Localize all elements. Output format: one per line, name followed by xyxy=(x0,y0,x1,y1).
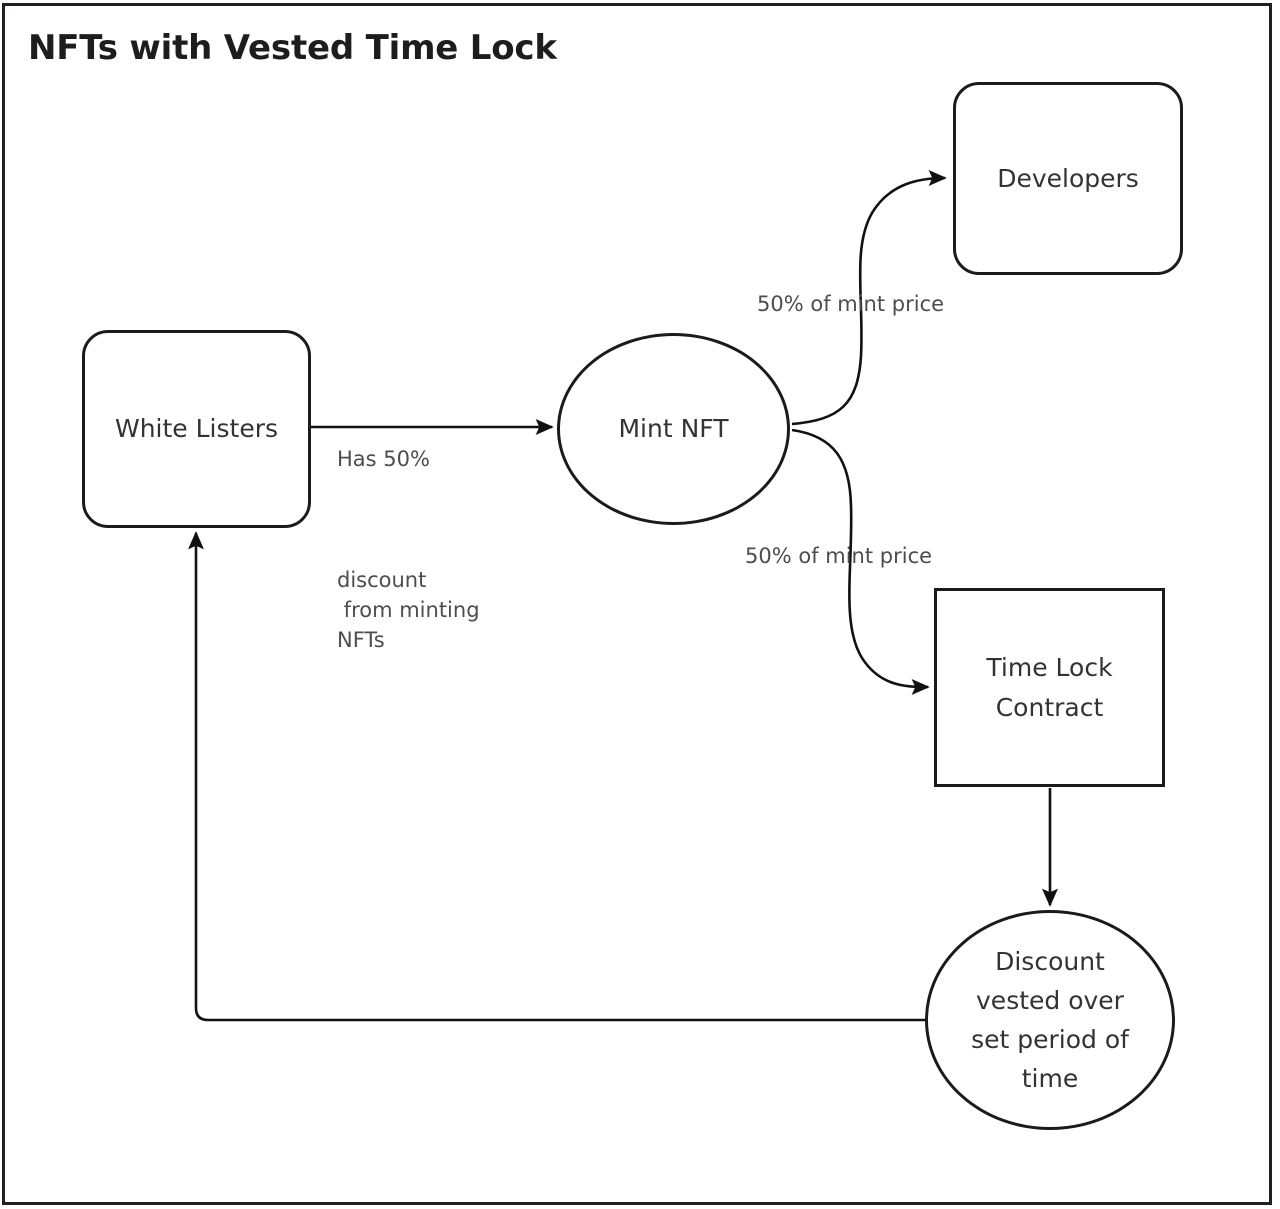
node-developers[interactable]: Developers xyxy=(953,82,1183,275)
node-white-listers-label: White Listers xyxy=(114,414,279,443)
edge-label-mint-nft-to-developers: 50% of mint price xyxy=(757,292,945,316)
edge-mint-nft-to-developers xyxy=(791,169,947,426)
edge-label-discount-from-minting-nfts: discount from minting NFTs xyxy=(337,568,480,652)
node-developers-label: Developers xyxy=(997,163,1139,193)
edge-label-mint-nft-to-time-lock: 50% of mint price xyxy=(745,544,933,568)
node-mint-nft-label: Mint NFT xyxy=(618,414,729,443)
node-time-lock-contract[interactable]: Time Lock Contract xyxy=(934,588,1165,787)
node-mint-nft[interactable]: Mint NFT xyxy=(557,333,790,525)
edge-discount-to-white-listers xyxy=(187,531,925,1022)
node-discount-vested-label: Discount vested over set period of time xyxy=(971,947,1129,1093)
edge-label-has-50-percent: Has 50% xyxy=(337,447,430,471)
edge-label-white-listers-to-mint-nft: Has 50% discount from minting NFTs xyxy=(337,384,547,715)
node-time-lock-contract-label: Time Lock Contract xyxy=(986,652,1113,722)
node-white-listers[interactable]: White Listers xyxy=(82,330,311,528)
edge-mint-nft-to-time-lock xyxy=(791,428,930,696)
page-title: NFTs with Vested Time Lock xyxy=(28,28,557,68)
node-discount-vested[interactable]: Discount vested over set period of time xyxy=(925,910,1175,1130)
